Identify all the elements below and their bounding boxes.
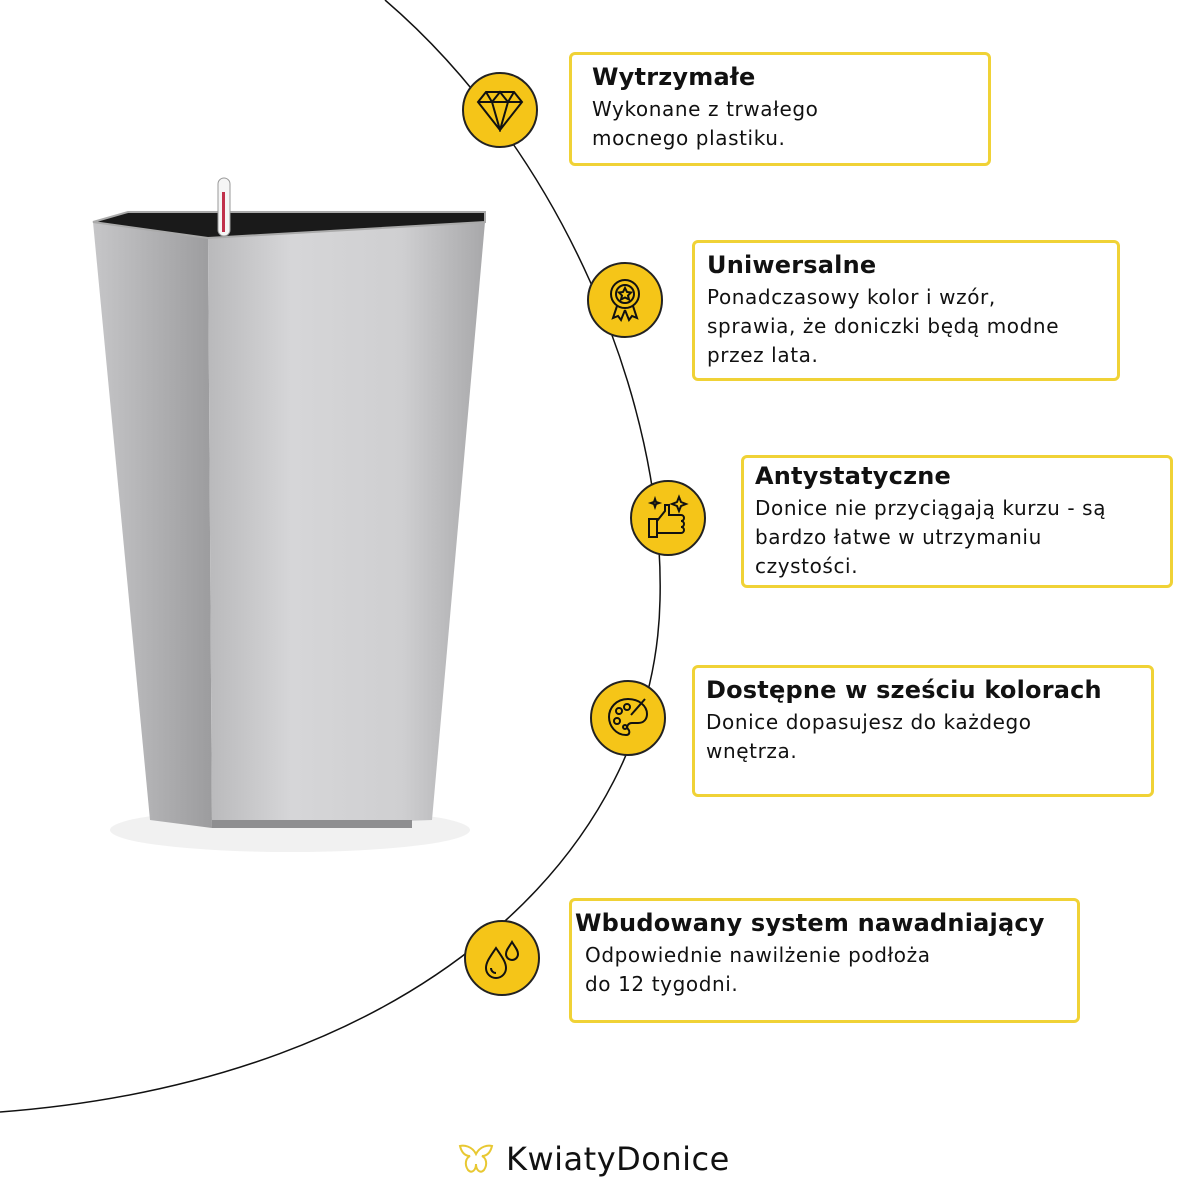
feature-title: Wytrzymałe (592, 63, 756, 91)
feature-title: Uniwersalne (707, 251, 877, 279)
sparkle-thumbs-up-icon (630, 480, 706, 556)
feature-title: Dostępne w sześciu kolorach (706, 676, 1102, 704)
diamond-icon (462, 72, 538, 148)
butterfly-logo-icon (458, 1144, 494, 1173)
feature-card-colors: Dostępne w sześciu kolorach Donice dopas… (692, 665, 1154, 797)
brand-name: KwiatyDonice (506, 1140, 730, 1178)
paint-palette-icon (590, 680, 666, 756)
award-medal-icon (587, 262, 663, 338)
feature-card-irrigation: Wbudowany system nawadniający Odpowiedni… (569, 898, 1080, 1023)
feature-card-antistatic: Antystatyczne Donice nie przyciągają kur… (741, 455, 1173, 588)
feature-title: Antystatyczne (755, 462, 952, 490)
planter-image (92, 177, 486, 852)
feature-text: Ponadczasowy kolor i wzór,sprawia, że do… (707, 285, 1060, 367)
water-drops-icon (464, 920, 540, 996)
decorative-arc (0, 0, 661, 1113)
feature-card-universal: Uniwersalne Ponadczasowy kolor i wzór,sp… (692, 240, 1120, 381)
feature-title: Wbudowany system nawadniający (575, 909, 1045, 937)
brand-logo: KwiatyDonice (458, 1140, 730, 1178)
